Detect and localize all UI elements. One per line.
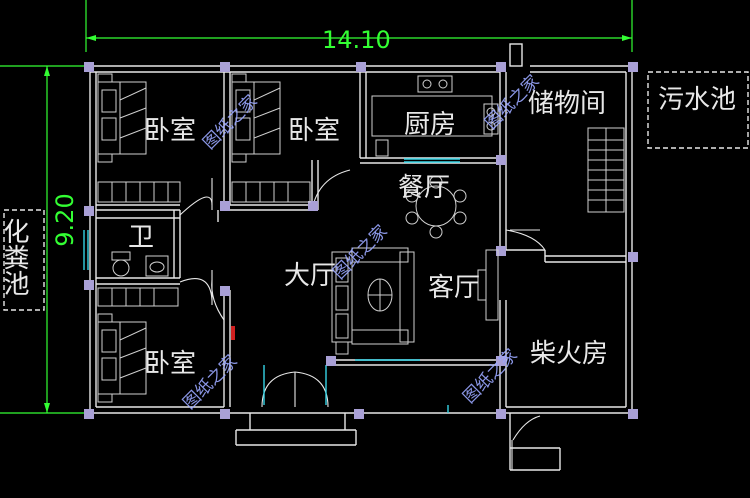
room-label-living-room: 客厅 — [428, 273, 480, 303]
windows — [83, 158, 460, 413]
bed-icon — [231, 73, 281, 163]
room-label-bathroom: 卫 — [128, 223, 154, 253]
bed-icon — [97, 73, 147, 163]
doors — [179, 169, 546, 470]
room-label-firewood-room: 柴火房 — [530, 339, 608, 369]
height-dimension: 9.20 — [51, 193, 79, 246]
sink-icon — [145, 255, 169, 277]
width-dimension: 14.10 — [322, 26, 391, 54]
wardrobe-icon — [231, 181, 311, 203]
room-label-sewage-tank: 污水池 — [658, 85, 736, 115]
stove-icon — [483, 103, 499, 135]
room-label-septic-tank: 化粪池 — [0, 218, 29, 296]
arrow-up-icon — [44, 66, 50, 76]
columns — [84, 62, 638, 419]
room-label-bedroom-1: 卧室 — [144, 116, 196, 146]
room-label-dining: 餐厅 — [398, 173, 450, 203]
watermark: 图纸之家 — [459, 345, 521, 407]
arrow-left-icon — [86, 35, 96, 41]
toilet-icon — [111, 251, 131, 277]
arrow-right-icon — [622, 35, 632, 41]
room-label-main-hall: 大厅 — [284, 261, 336, 291]
dimension-lines — [0, 0, 633, 414]
wardrobe-icon — [97, 287, 179, 307]
walls — [3, 43, 749, 471]
marker — [231, 326, 235, 340]
sofa-set-icon — [331, 247, 415, 355]
arrow-down-icon — [44, 403, 50, 413]
room-label-kitchen: 厨房 — [404, 110, 456, 140]
dining-table-icon — [405, 175, 467, 239]
room-label-storage: 储物间 — [528, 89, 606, 119]
stairs-icon — [587, 127, 625, 213]
wardrobe-icon — [97, 181, 181, 203]
room-label-bedroom-3: 卧室 — [144, 349, 196, 379]
bed-icon — [97, 313, 147, 403]
tv-cabinet-icon — [477, 249, 499, 321]
room-label-bedroom-2: 卧室 — [288, 116, 340, 146]
